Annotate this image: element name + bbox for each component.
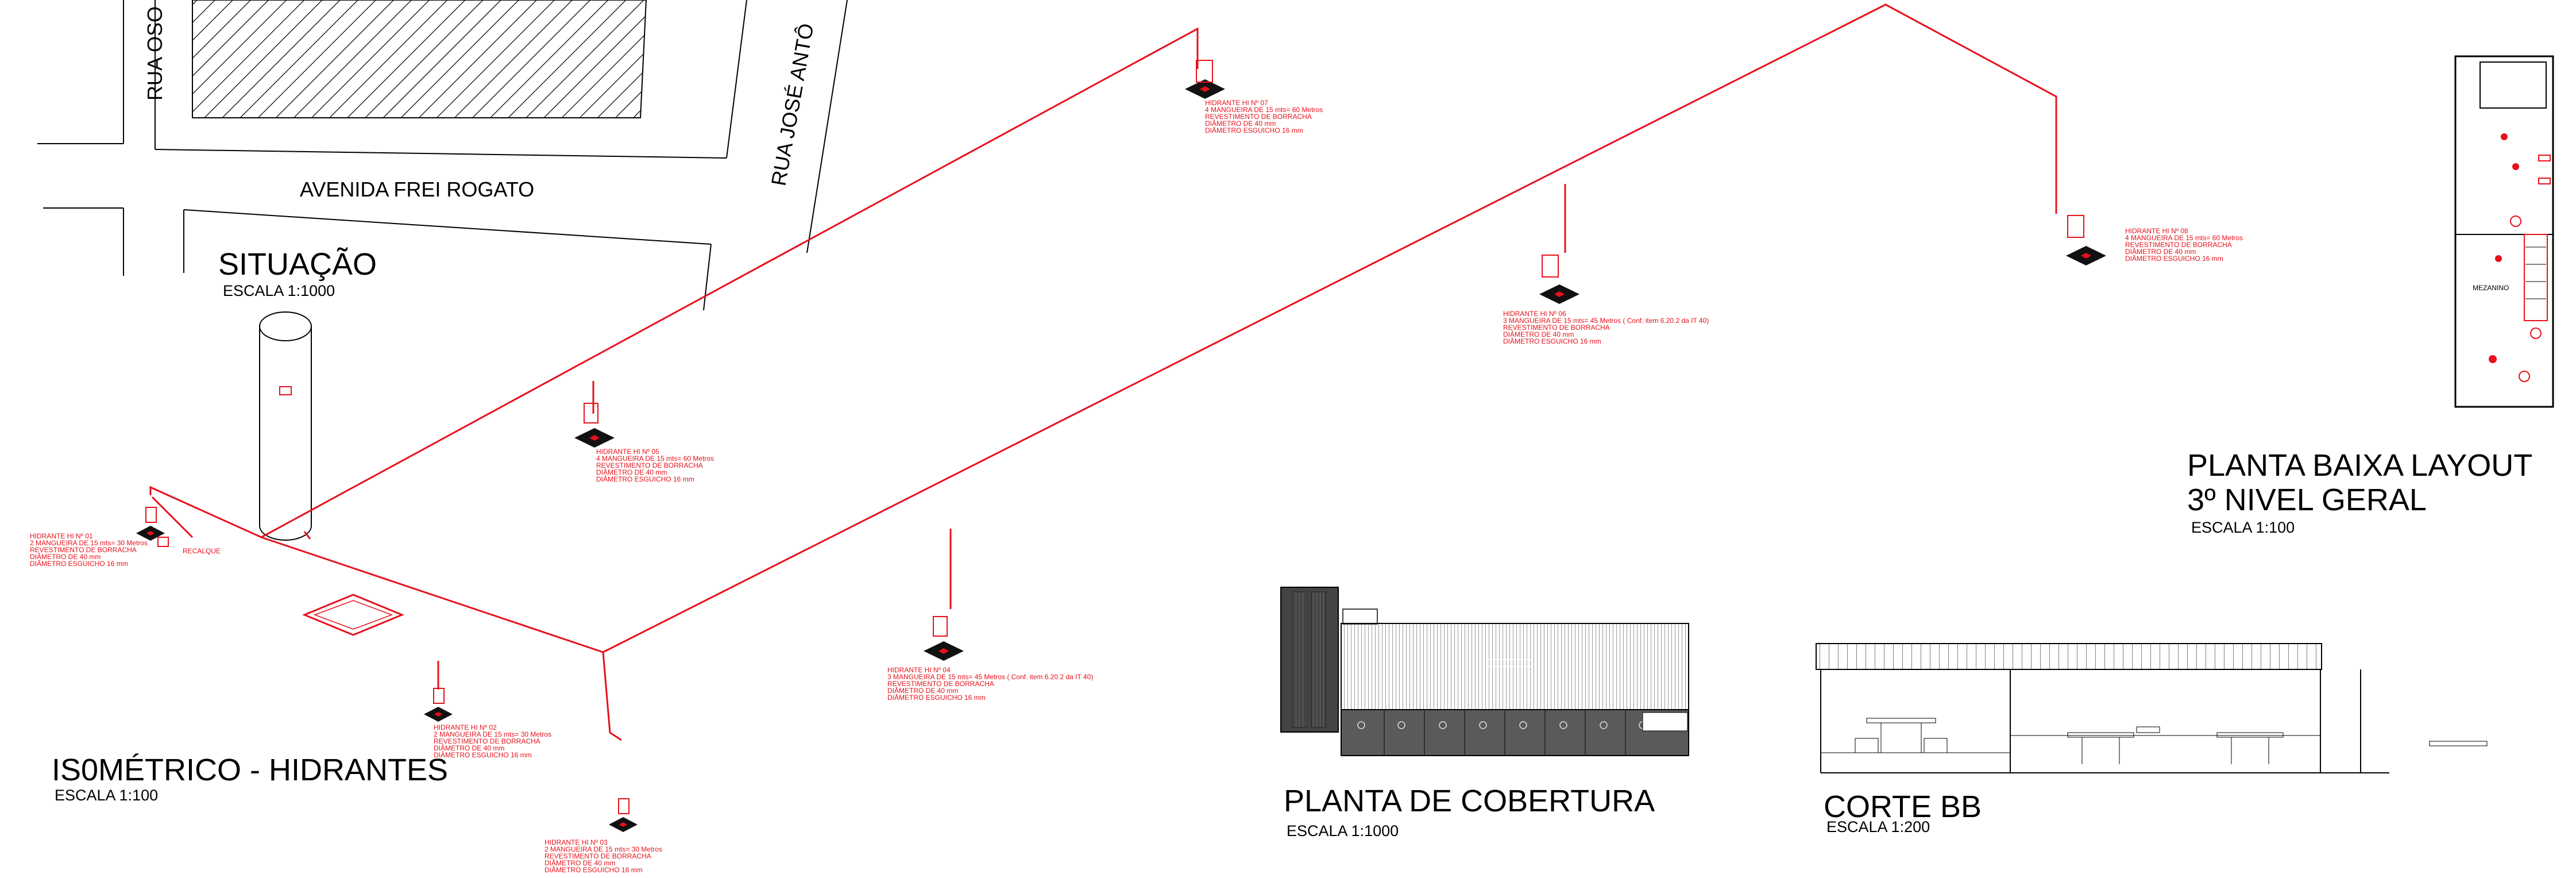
isometric-scale: ESCALA 1:100 bbox=[55, 787, 158, 804]
street-edge bbox=[183, 209, 712, 245]
hydrant-label-1: HIDRANTE HI Nº 01 2 MANGUEIRA DE 15 mts=… bbox=[30, 532, 149, 568]
cobertura-title: PLANTA DE COBERTURA bbox=[1284, 784, 1655, 818]
corte-block: CORTE BB ESCALA 1:200 bbox=[1816, 643, 2488, 835]
hydrant-label-7: HIDRANTE HI Nº 07 4 MANGUEIRA DE 15 mts=… bbox=[1205, 99, 1324, 134]
cobertura-block: PLANTA DE COBERTURA ESCALA 1:1000 bbox=[1280, 587, 1689, 840]
cobertura-scale: ESCALA 1:1000 bbox=[1287, 822, 1399, 840]
corte-roof-band bbox=[1816, 643, 2322, 670]
recalque-label: RECALQUE bbox=[183, 547, 221, 555]
planta-hydrant-icons bbox=[2489, 133, 2551, 382]
pipe-network: RECALQUE bbox=[149, 3, 2057, 741]
water-tank bbox=[259, 311, 312, 541]
street-edge bbox=[726, 0, 747, 159]
planta-baixa-block: MEZANINO PLANTA BAIXA LAYOUT 3º NIVEL GE… bbox=[2187, 55, 2554, 536]
hydrant-label-2: HIDRANTE HI Nº 02 2 MANGUEIRA DE 15 mts=… bbox=[434, 723, 553, 759]
hydrant-symbol-4 bbox=[924, 616, 964, 661]
situacao-block: RUA OSO RUA JOSÉ ANTÔ AVENIDA FREI ROGAT… bbox=[37, 0, 848, 311]
hydrant-label-8: HIDRANTE HI Nº 08 4 MANGUEIRA DE 15 mts=… bbox=[2125, 227, 2245, 263]
planta-scale: ESCALA 1:100 bbox=[2191, 519, 2295, 536]
hydrant-symbol-6 bbox=[1539, 255, 1579, 304]
corte-scale: ESCALA 1:200 bbox=[1826, 818, 1930, 835]
hydrant-symbol-8 bbox=[2066, 215, 2106, 265]
situacao-scale: ESCALA 1:1000 bbox=[223, 282, 335, 299]
hydrant-label-6: HIDRANTE HI Nº 06 3 MANGUEIRA DE 15 mts=… bbox=[1503, 310, 1711, 345]
situacao-title: SITUAÇÃO bbox=[218, 247, 377, 282]
planta-title-line2: 3º NIVEL GERAL bbox=[2187, 483, 2427, 517]
street-label-rua-jose: RUA JOSÉ ANTÔ bbox=[767, 22, 818, 188]
roof-lower-band bbox=[1341, 709, 1689, 756]
hydrant-symbol-2 bbox=[424, 688, 453, 722]
planta-mezanino-label: MEZANINO bbox=[2473, 284, 2509, 292]
hydrant-label-5: HIDRANTE HI Nº 05 4 MANGUEIRA DE 15 mts=… bbox=[596, 448, 716, 483]
street-edge bbox=[155, 149, 727, 159]
isometric-block: RECALQUE bbox=[30, 3, 2245, 874]
corte-furniture bbox=[1855, 718, 2488, 764]
hydrant-symbol-1 bbox=[136, 507, 165, 541]
street-label-rua-oso: RUA OSO bbox=[143, 6, 167, 101]
hydrant-label-3: HIDRANTE HI Nº 03 2 MANGUEIRA DE 15 mts=… bbox=[544, 838, 664, 874]
situacao-building bbox=[192, 0, 647, 118]
corte-title: CORTE BB bbox=[1824, 790, 1982, 824]
roof-tower bbox=[1280, 587, 1339, 733]
street-edge bbox=[703, 244, 712, 311]
planta-outline bbox=[2454, 55, 2554, 408]
street-edge bbox=[806, 0, 848, 253]
hydrant-symbol-7 bbox=[1185, 60, 1225, 99]
hydrant-symbol-3 bbox=[609, 798, 638, 832]
hydrant-label-4: HIDRANTE HI Nº 04 3 MANGUEIRA DE 15 mts=… bbox=[887, 666, 1095, 702]
hydrant-symbol-5 bbox=[574, 403, 615, 448]
planta-title-line1: PLANTA BAIXA LAYOUT bbox=[2187, 448, 2532, 483]
isometric-title: IS0MÉTRICO - HIDRANTES bbox=[52, 753, 448, 787]
street-label-avenida: AVENIDA FREI ROGATO bbox=[300, 178, 534, 201]
